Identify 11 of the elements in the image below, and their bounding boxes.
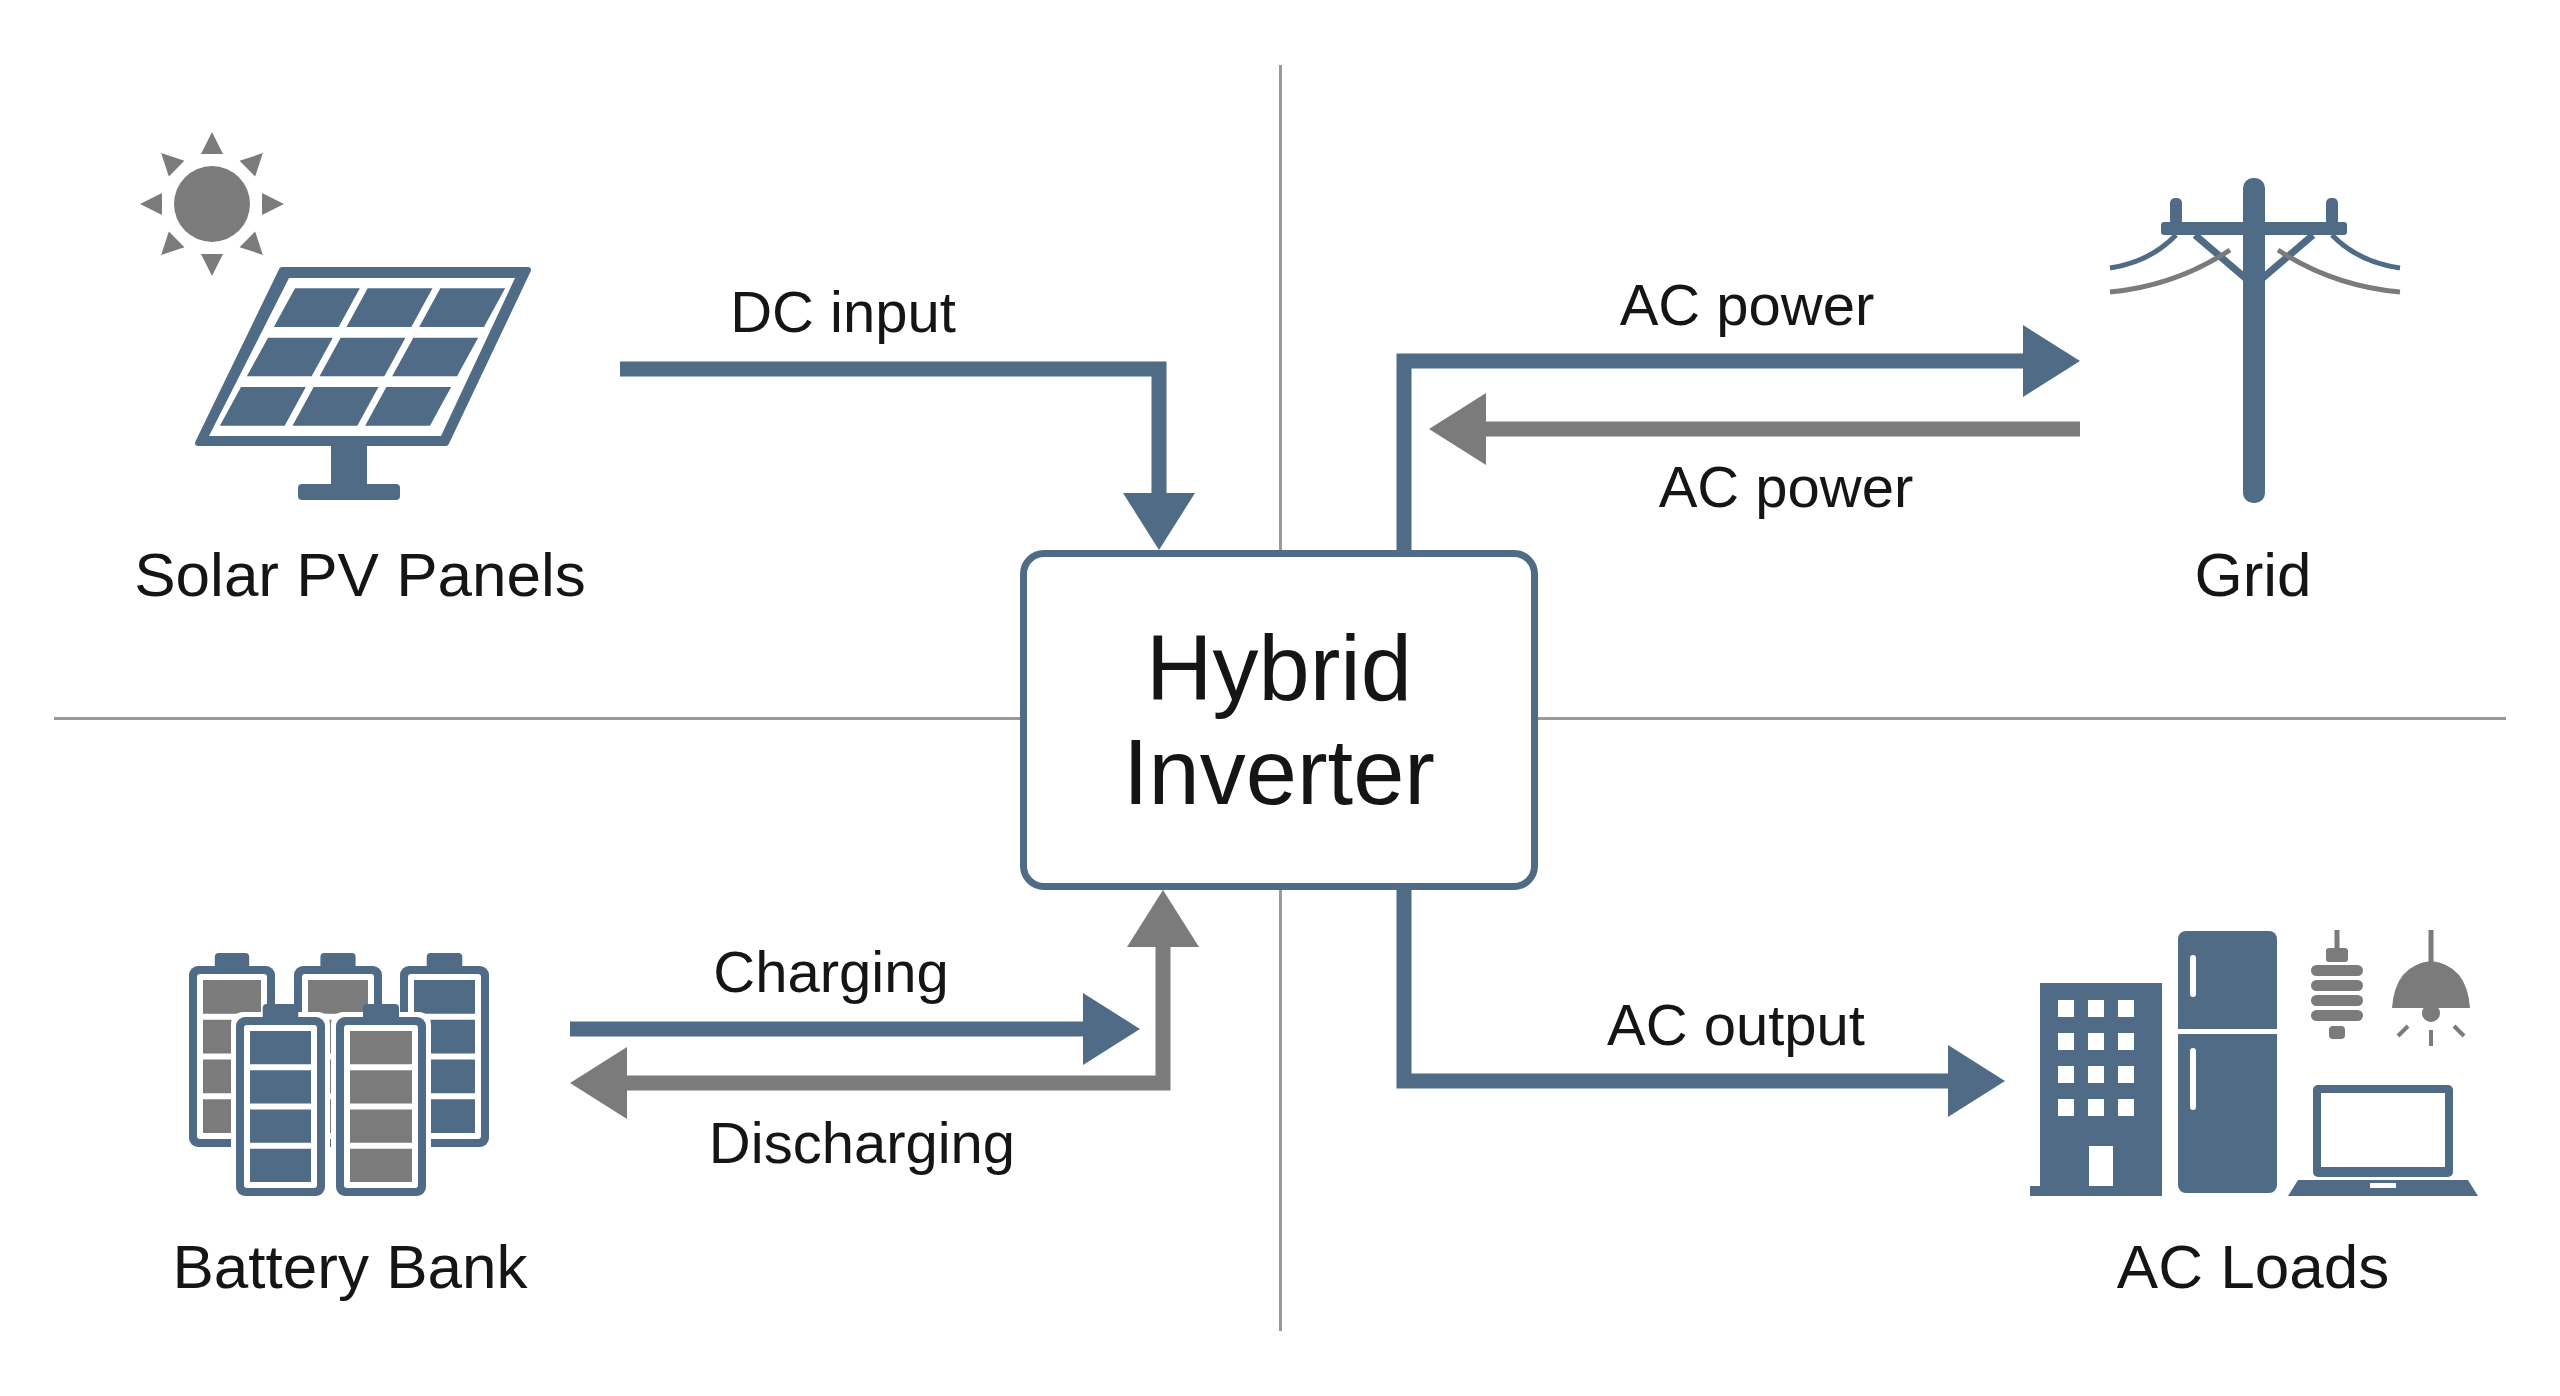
- node-label: AC Loads: [2115, 1231, 2391, 1303]
- arrow: [1429, 393, 2080, 465]
- arrow: [620, 361, 1195, 550]
- node-label: Battery Bank: [171, 1231, 529, 1303]
- node-label: Grid: [2193, 539, 2313, 611]
- arrow: [570, 993, 1140, 1065]
- arrow: [570, 890, 1199, 1119]
- node-label: Solar PV Panels: [133, 539, 587, 611]
- arrow: [1396, 890, 2005, 1117]
- inverter-box: Hybrid Inverter: [1020, 550, 1538, 890]
- arrow: [1396, 325, 2080, 550]
